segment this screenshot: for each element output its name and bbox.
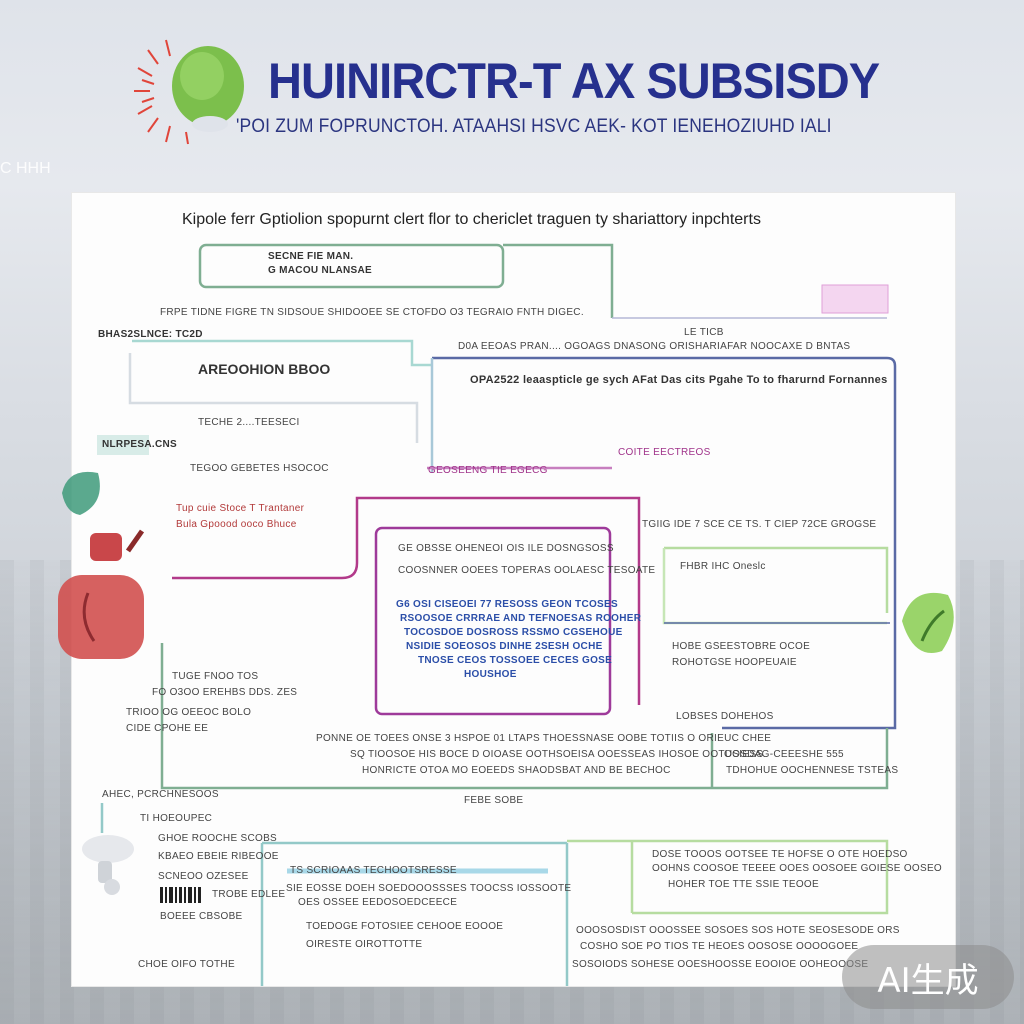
box-c-line-1: TS SCRIOAAS TECHOOTSRESSE xyxy=(290,865,457,876)
box-c-line-4: TOEDOGE FOTOSIEE CEHOOE EOOOE xyxy=(306,921,504,932)
magenta-label-2: GEOSEENG TIE EGECG xyxy=(428,465,548,476)
green-fruit-logo-icon xyxy=(134,39,244,145)
box-d-line-2: OOHNS COOSOE TEEEE OOES OOSOEE GOIESE OO… xyxy=(652,863,943,874)
right-label-4: ROHOTGSE HOOPEUAIE xyxy=(672,657,797,668)
left-mid-label-3: TRIOO OG OEEOC BOLO xyxy=(126,707,252,718)
box-a-label: AREOOHION BBOO xyxy=(198,361,331,377)
right-label-3: HOBE GSEESTOBRE OCOE xyxy=(672,641,811,652)
center-blue-2: RSOOSOE CRRRAE AND TEFNOESAS ROOHER xyxy=(400,613,642,624)
box-c-line-3: OES OSSEE EEDOSOEDCEECE xyxy=(298,897,458,908)
row1-label: FRPE TIDNE FIGRE TN SIDSOUE SHIDOOEE SE … xyxy=(160,307,584,318)
bottom-mid-label: FEBE SOBE xyxy=(464,795,524,806)
box-e-line-1: OOOSOSDIST OOOSSEE SOSOES SOS HOTE SEOSE… xyxy=(576,925,900,936)
barcode-icon xyxy=(160,887,201,903)
flowchart-panel: Kipole ferr Gptiolion spopurnt clert flo… xyxy=(58,193,955,986)
box-e-line-3: SOSOIODS SOHESE OOESHOOSSE EOOIOE OOHEOO… xyxy=(572,959,869,970)
box-b-label: OPA2522 leaaspticle ge sych AFat Das cit… xyxy=(470,374,888,386)
right-label-1: TGIIG IDE 7 SCE CE TS. T CIEP 72CE GROGS… xyxy=(642,519,877,530)
left-low-4: KBAEO EBEIE RIBEOOE xyxy=(158,851,279,862)
right-label-2: FHBR IHC Oneslc xyxy=(680,561,766,572)
center-label-1: GE OBSSE OHENEOI OIS ILE DOSNGSOSS xyxy=(398,543,614,554)
page-title: HUINIRCTR-T AX SUBSISDY xyxy=(268,53,880,109)
left-low-7: BOEEE CBSOBE xyxy=(160,911,243,922)
le-ticb-label: LE TICB xyxy=(684,327,724,338)
header: HUINIRCTR-T AX SUBSISDY 'POI ZUM FOPRUNC… xyxy=(0,0,1024,180)
left-low-8: CHOE OIFO TOTHE xyxy=(138,959,235,970)
page-subtitle: 'POI ZUM FOPRUNCTOH. ATAAHSI HSVC AEK- K… xyxy=(236,116,832,137)
left-low-2: TI HOEOUPEC xyxy=(140,813,213,824)
ai-generated-watermark: AI生成 xyxy=(842,945,1014,1009)
red-apple-icon xyxy=(58,529,145,659)
center-blue-6: HOUSHOE xyxy=(464,669,517,680)
left-red-label-1: Tup cuie Stoce T Trantaner xyxy=(176,503,305,514)
box-c-line-5: OIRESTE OIROTTOTTE xyxy=(306,939,423,950)
mid-small-2: TEGOO GEBETES HSOCOC xyxy=(190,463,329,474)
box-e-line-2: COSHO SOE PO TIOS TE HEOES OOSOSE OOOOGO… xyxy=(580,941,859,952)
center-blue-5: TNOSE CEOS TOSSOEE CECES GOSE xyxy=(418,655,613,666)
right-label-5: LOBSES DOHEHOS xyxy=(676,711,774,722)
bottom-long-3: HONRICTE OTOA MO EOEEDS SHAODSBAT AND BE… xyxy=(362,765,671,776)
green-plant-icon xyxy=(902,592,954,653)
left-low-3: GHOE ROOCHE SCOBS xyxy=(158,833,278,844)
tag-green-label: NLRPESA.CNS xyxy=(102,439,177,450)
left-tag-label: BHAS2SLNCE: TC2D xyxy=(98,329,203,340)
mid-line-label: D0A EEOAS PRAN.... OGOAGS DNASONG ORISHA… xyxy=(458,341,851,352)
center-blue-3: TOCOSDOE DOSROSS RSSMO CGSEHOUE xyxy=(404,627,623,638)
bottom-long-1: PONNE OE TOEES ONSE 3 HSPOE 01 LTAPS THO… xyxy=(316,733,772,744)
panel-title: Kipole ferr Gptiolion spopurnt clert flo… xyxy=(182,211,761,228)
magenta-label-1: COITE EECTREOS xyxy=(618,447,711,458)
top-box-line-2: G MACOU NLANSAE xyxy=(268,265,372,276)
left-mid-label-1: TUGE FNOO TOS xyxy=(172,671,259,682)
side-label: C HHH xyxy=(0,160,51,177)
connector-lines xyxy=(97,243,897,986)
box-d-line-1: DOSE TOOOS OOTSEE TE HOFSE O OTE HOEDSO xyxy=(652,849,908,860)
center-blue-1: G6 OSI CISEOEI 77 RESOSS GEON TCOSES xyxy=(396,599,618,610)
box-c-line-2: SIE EOSSE DOEH SOEDOOOSSSES TOOCSS IOSSO… xyxy=(286,883,572,894)
right-label-6: OOSDAG-CEEESHE 555 xyxy=(724,749,844,760)
left-low-6: TROBE EDLEE xyxy=(212,889,286,900)
teal-leaf-icon xyxy=(62,471,100,515)
center-blue-4: NSIDIE SOEOSOS DINHE 2SESH OCHE xyxy=(406,641,603,652)
right-label-7: TDHOHUE OOCHENNESE TSTEAS xyxy=(726,765,899,776)
left-red-label-2: Bula Gpoood ooco Bhuce xyxy=(176,519,297,530)
left-mid-label-4: CIDE CPOHE EE xyxy=(126,723,209,734)
center-label-2: COOSNNER OOEES TOPERAS OOLAESC TESOATE xyxy=(398,565,656,576)
left-mid-label-2: FO O3OO EREHBS DDS. ZES xyxy=(152,687,298,698)
bottom-long-2: SQ TIOOSOE HIS BOCE D OIOASE OOTHSOEISA … xyxy=(350,749,764,760)
box-d-line-3: HOHER TOE TTE SSIE TEOOE xyxy=(668,879,819,890)
cloud-plug-icon xyxy=(82,835,134,895)
left-low-1: AHEC, PCRCHNESOOS xyxy=(102,789,219,800)
left-low-5: SCNEOO OZESEE xyxy=(158,871,249,882)
mid-small-1: TECHE 2....TEESECI xyxy=(198,417,300,428)
top-box-line-1: SECNE FIE MAN. xyxy=(268,251,354,262)
